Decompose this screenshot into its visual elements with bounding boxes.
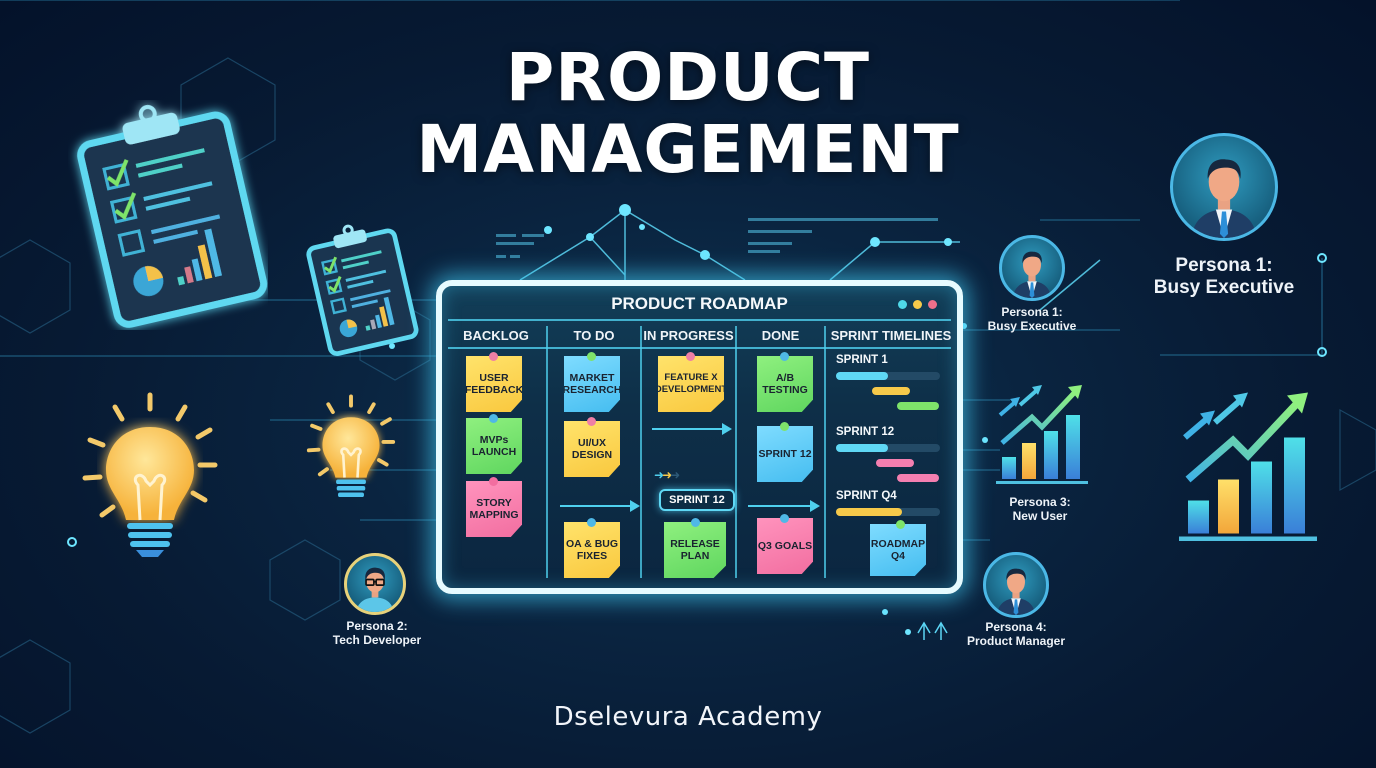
column-header-todo: TO DO	[573, 328, 615, 343]
title-line-2: MANAGEMENT	[416, 111, 960, 188]
pin-icon	[896, 520, 905, 529]
persona-3-role: New User	[1012, 508, 1068, 523]
sprint-12-badge[interactable]: SPRINT 12	[659, 489, 735, 511]
small-arrows-icon: ➜➜➜	[654, 468, 680, 482]
window-dot-pink	[928, 300, 937, 309]
divider	[448, 347, 951, 349]
sprint-q4-label: SPRINT Q4	[836, 490, 897, 502]
sprint-1-label: SPRINT 1	[836, 354, 888, 366]
note-mvps-launch: MVPs LAUNCH	[466, 418, 522, 474]
sprint-q4-bar	[836, 508, 902, 516]
person-avatar-icon	[1170, 133, 1278, 241]
sprint-1-bar	[872, 387, 910, 395]
window-dot-yellow	[913, 300, 922, 309]
window-dot-cyan	[898, 300, 907, 309]
page-title: PRODUCT MANAGEMENT	[0, 42, 1376, 186]
sprint-12-bar	[836, 444, 888, 452]
pin-icon	[587, 518, 596, 527]
persona-4-label: Persona 4: Product Manager	[950, 620, 1082, 649]
clipboard-small-icon	[306, 224, 419, 356]
pin-icon	[489, 477, 498, 486]
column-header-in-progress: IN PROGRESS	[643, 328, 734, 343]
persona-1-title: Persona 1:	[1175, 255, 1273, 276]
note-sprint-12: SPRINT 12	[757, 426, 813, 482]
column-header-done: DONE	[761, 328, 800, 343]
divider	[448, 319, 951, 321]
person-avatar-icon	[983, 552, 1049, 618]
pin-icon	[686, 352, 695, 361]
sprint-12-bar	[876, 459, 914, 467]
board-title: PRODUCT ROADMAP	[611, 294, 788, 313]
sprint-12-bar	[897, 474, 939, 482]
pin-icon	[489, 352, 498, 361]
pin-icon	[691, 518, 700, 527]
persona-1-label-large: Persona 1: Busy Executive	[1128, 255, 1320, 299]
pin-icon	[587, 352, 596, 361]
column-divider	[824, 326, 826, 578]
arrow-icon	[560, 500, 640, 512]
persona-1-role: Busy Executive	[987, 318, 1077, 333]
note-ui-ux-design: UI/UX DESIGN	[564, 421, 620, 477]
sprint-1-bar	[897, 402, 939, 410]
pin-icon	[780, 422, 789, 431]
persona-1-title: Persona 1:	[1001, 305, 1063, 319]
arrow-icon	[652, 423, 732, 435]
persona-1-label-small: Persona 1: Busy Executive	[970, 305, 1094, 334]
persona-2-title: Persona 2:	[346, 619, 408, 633]
persona-2-label: Persona 2: Tech Developer	[318, 619, 436, 648]
lightbulb-icon	[82, 392, 218, 557]
note-market-research: MARKET RESEARCH	[564, 356, 620, 412]
note-q3-goals: Q3 GOALS	[757, 518, 813, 574]
footer-brand: Dselevura Academy	[553, 702, 823, 732]
sprint-12-track	[836, 444, 940, 452]
persona-4-role: Product Manager	[966, 633, 1065, 648]
pin-icon	[489, 414, 498, 423]
persona-2-role: Tech Developer	[332, 632, 422, 647]
persona-4-title: Persona 4:	[985, 620, 1047, 634]
pin-icon	[587, 417, 596, 426]
column-divider	[546, 326, 548, 578]
note-release-plan: RELEASE PLAN	[664, 522, 726, 578]
note-ab-testing: A/B TESTING	[757, 356, 813, 412]
note-story-mapping: STORY MAPPING	[466, 481, 522, 537]
persona-3-label: Persona 3: New User	[990, 495, 1090, 524]
sprint-1-bar	[836, 372, 888, 380]
column-header-sprint-timelines: SPRINT TIMELINES	[830, 328, 952, 343]
persona-3-title: Persona 3:	[1009, 495, 1071, 509]
note-feature-x-development: FEATURE X DEVELOPMENT	[658, 356, 724, 412]
note-user-feedback: USER FEEDBACK	[466, 356, 522, 412]
window-dots	[898, 300, 937, 309]
column-header-backlog: BACKLOG	[463, 328, 529, 343]
clipboard-checklist-icon	[77, 104, 268, 328]
persona-1-role: Busy Executive	[1153, 276, 1295, 298]
lightbulb-small-icon	[306, 394, 396, 498]
column-divider	[735, 326, 737, 578]
note-oa-bug-fixes: OA & BUG FIXES	[564, 522, 620, 578]
pin-icon	[780, 352, 789, 361]
arrow-icon	[748, 500, 820, 512]
sprint-1-track	[836, 372, 940, 380]
growth-chart-icon	[996, 385, 1088, 484]
column-divider	[640, 326, 642, 578]
pin-icon	[780, 514, 789, 523]
title-line-1: PRODUCT	[505, 39, 871, 116]
growth-chart-large-icon	[1179, 392, 1317, 541]
developer-avatar-icon	[344, 553, 406, 615]
person-avatar-icon	[999, 235, 1065, 301]
note-roadmap-q4: ROADMAP Q4	[870, 524, 926, 576]
product-roadmap-board: PRODUCT ROADMAP BACKLOG TO DO IN PROGRES…	[436, 280, 963, 594]
sprint-12-label: SPRINT 12	[836, 426, 895, 438]
